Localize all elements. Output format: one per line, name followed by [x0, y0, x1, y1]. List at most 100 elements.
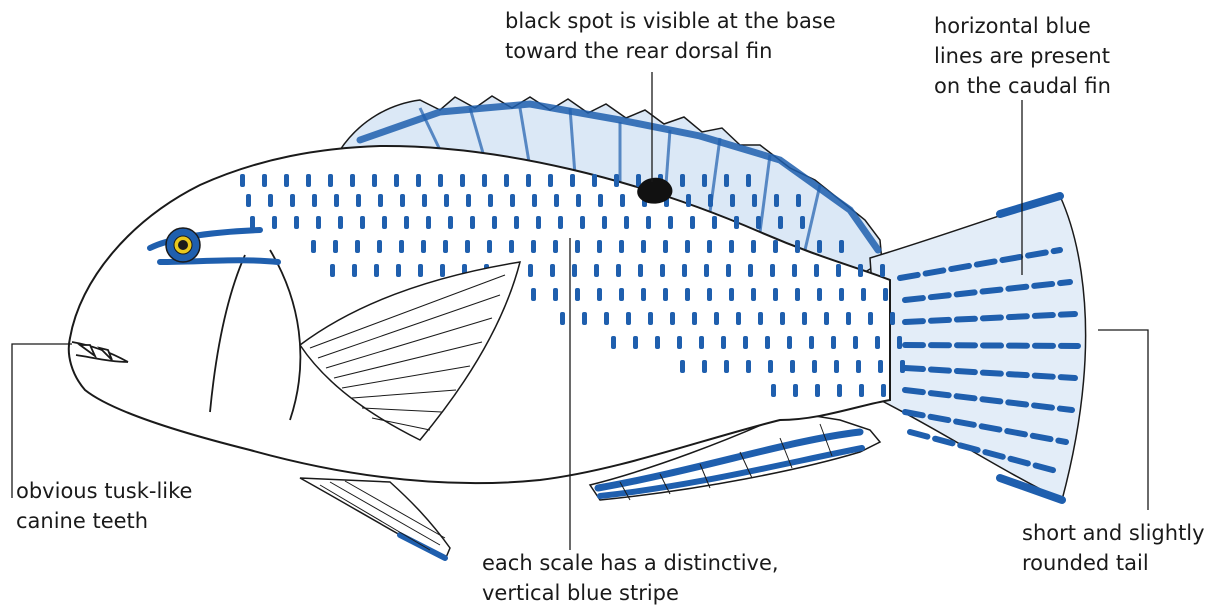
- scale-stripe: [883, 288, 888, 301]
- scale-stripe: [751, 288, 756, 301]
- scale-stripe: [328, 174, 333, 187]
- scale-stripe: [824, 312, 829, 325]
- scale-stripe: [306, 174, 311, 187]
- leader-tail-shape: [1098, 330, 1148, 510]
- scale-stripe: [404, 216, 409, 229]
- scale-stripe: [686, 194, 691, 207]
- scale-stripe: [856, 360, 861, 373]
- scale-stripe: [294, 216, 299, 229]
- scale-stripe: [793, 384, 798, 397]
- scale-stripe: [773, 240, 778, 253]
- scale-stripe: [440, 264, 445, 277]
- caudal-fin: [870, 196, 1086, 500]
- scale-stripe: [548, 174, 553, 187]
- scale-stripe: [836, 264, 841, 277]
- scale-stripe: [396, 264, 401, 277]
- scale-stripe: [768, 360, 773, 373]
- scale-stripe: [422, 194, 427, 207]
- scale-stripe: [597, 288, 602, 301]
- scale-stripe: [594, 264, 599, 277]
- annotation-tail-shape: short and slightly rounded tail: [1022, 518, 1222, 578]
- scale-stripe: [685, 240, 690, 253]
- scale-stripe: [268, 194, 273, 207]
- scale-stripe: [550, 264, 555, 277]
- scale-stripe: [487, 240, 492, 253]
- scale-stripe: [374, 264, 379, 277]
- scale-stripe: [553, 240, 558, 253]
- scale-stripe: [774, 194, 779, 207]
- scale-stripe: [853, 336, 858, 349]
- scale-stripe: [812, 360, 817, 373]
- scale-stripe: [356, 194, 361, 207]
- scale-stripe: [526, 174, 531, 187]
- scale-stripe: [614, 174, 619, 187]
- scale-stripe: [466, 194, 471, 207]
- scale-stripe: [350, 174, 355, 187]
- scale-stripe: [839, 288, 844, 301]
- pelvic-fin: [300, 478, 450, 560]
- scale-stripe: [633, 336, 638, 349]
- scale-stripe: [712, 216, 717, 229]
- scale-stripe: [426, 216, 431, 229]
- scale-stripe: [316, 216, 321, 229]
- scale-stripe: [448, 216, 453, 229]
- scale-stripe: [792, 264, 797, 277]
- scale-stripe: [421, 240, 426, 253]
- scale-stripe: [831, 336, 836, 349]
- scale-stripe: [699, 336, 704, 349]
- scale-stripe: [378, 194, 383, 207]
- scale-stripe: [416, 174, 421, 187]
- scale-stripe: [250, 216, 255, 229]
- scale-stripe: [814, 264, 819, 277]
- leader-canine-teeth: [12, 344, 72, 498]
- scale-stripe: [602, 216, 607, 229]
- scale-stripe: [795, 240, 800, 253]
- scale-stripe: [708, 194, 713, 207]
- scale-stripe: [598, 194, 603, 207]
- scale-stripe: [663, 288, 668, 301]
- scale-stripe: [470, 216, 475, 229]
- scale-stripe: [707, 288, 712, 301]
- scale-stripe: [875, 336, 880, 349]
- scale-stripe: [770, 264, 775, 277]
- scale-stripe: [355, 240, 360, 253]
- scale-stripe: [333, 240, 338, 253]
- scale-stripe: [702, 174, 707, 187]
- scale-stripe: [582, 312, 587, 325]
- scale-stripe: [730, 194, 735, 207]
- scale-stripe: [670, 312, 675, 325]
- scale-stripe: [597, 240, 602, 253]
- scale-stripe: [460, 174, 465, 187]
- scale-stripe: [290, 194, 295, 207]
- scale-stripe: [815, 384, 820, 397]
- scale-stripe: [372, 174, 377, 187]
- scale-stripe: [655, 336, 660, 349]
- scale-stripe: [795, 288, 800, 301]
- scale-stripe: [465, 240, 470, 253]
- scale-stripe: [890, 312, 895, 325]
- scale-stripe: [536, 216, 541, 229]
- scale-stripe: [796, 194, 801, 207]
- scale-stripe: [704, 264, 709, 277]
- scale-stripe: [682, 264, 687, 277]
- scale-stripe: [724, 360, 729, 373]
- scale-stripe: [758, 312, 763, 325]
- scale-stripe: [680, 360, 685, 373]
- scale-stripe: [514, 216, 519, 229]
- scale-stripe: [575, 240, 580, 253]
- scale-stripe: [817, 288, 822, 301]
- scale-stripe: [692, 312, 697, 325]
- scale-stripe: [576, 194, 581, 207]
- scale-stripe: [646, 216, 651, 229]
- scale-stripe: [558, 216, 563, 229]
- scale-stripe: [620, 194, 625, 207]
- scale-stripe: [444, 194, 449, 207]
- annotation-canine-teeth: obvious tusk-like canine teeth: [16, 476, 256, 536]
- scale-stripe: [619, 240, 624, 253]
- scale-stripe: [377, 240, 382, 253]
- scale-stripe: [858, 264, 863, 277]
- scale-stripe: [736, 312, 741, 325]
- scale-stripe: [624, 216, 629, 229]
- scale-stripe: [272, 216, 277, 229]
- scale-stripe: [729, 240, 734, 253]
